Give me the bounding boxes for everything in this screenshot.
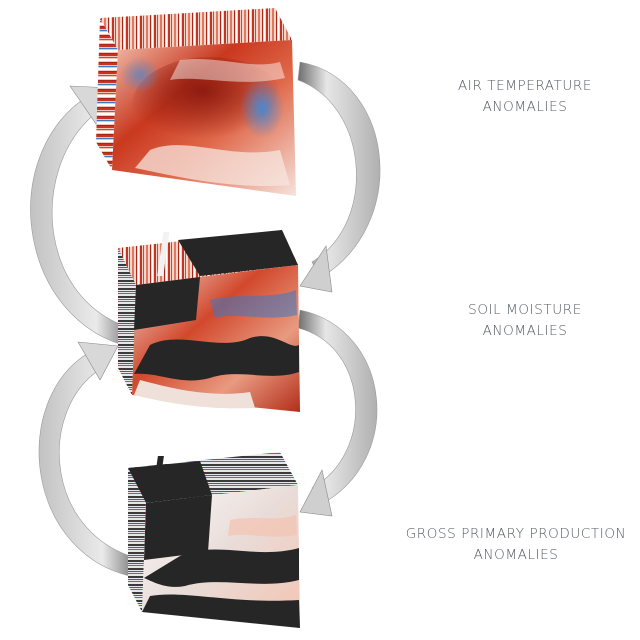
label-air-temperature-anomalies: AIR TEMPERATURE ANOMALIES [430,76,620,118]
label-air-line2: ANOMALIES [482,99,568,115]
label-soil-moisture-anomalies: SOIL MOISTURE ANOMALIES [430,300,620,342]
cube-soil-moisture [118,230,300,412]
label-soil-line1: SOIL MOISTURE [468,302,582,318]
arrow-gpp-to-soil [38,341,146,579]
label-gpp-line2: ANOMALIES [473,547,559,563]
label-gpp-line1: GROSS PRIMARY PRODUCTION [405,526,627,542]
arrow-air-to-soil [297,61,381,293]
cube-gross-primary-production [128,452,300,628]
cube-air-temperature [96,8,296,196]
label-gross-primary-production-anomalies: GROSS PRIMARY PRODUCTION ANOMALIES [396,524,636,566]
arrow-soil-to-gpp [297,309,378,517]
label-soil-line2: ANOMALIES [482,323,568,339]
label-air-line1: AIR TEMPERATURE [457,78,593,94]
